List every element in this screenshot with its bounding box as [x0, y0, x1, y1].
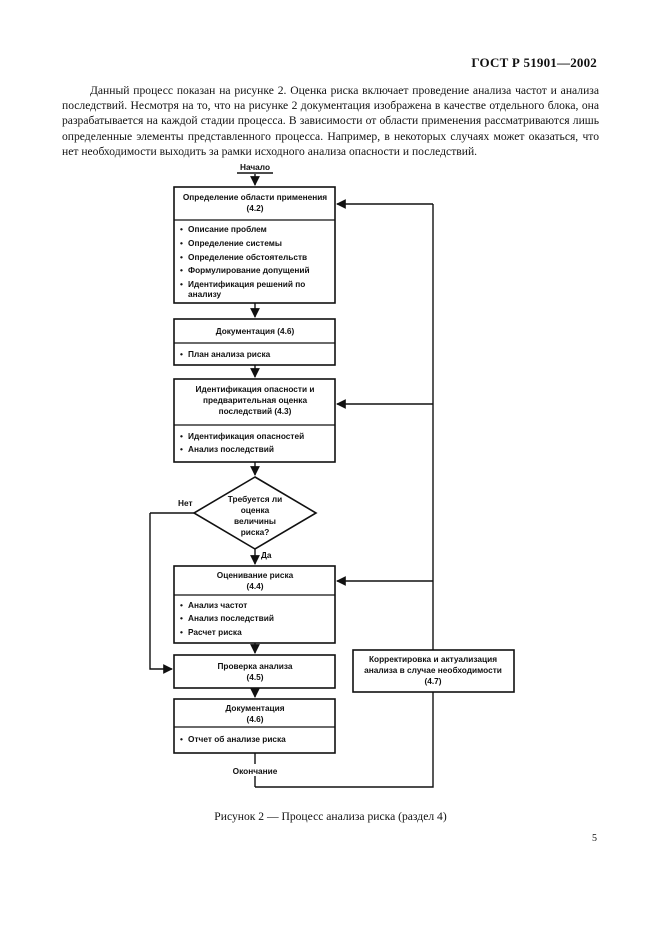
scope-item-1: Описание проблем	[188, 224, 267, 234]
decision-line-3: величины	[234, 516, 276, 526]
report-item-1: Отчет об анализе риска	[188, 734, 286, 744]
correction-box: Корректировка и актуализация анализа в с…	[352, 649, 515, 693]
verification-box: Проверка анализа (4.5)	[173, 654, 336, 689]
estimation-item-2: Анализ последствий	[188, 613, 274, 623]
correction-line-1: Корректировка и актуализация	[369, 654, 497, 664]
report-title-1: Документация	[225, 703, 284, 713]
loop-end-to-correction	[293, 692, 434, 788]
risk-estimation-box: Оценивание риска (4.4) • Анализ частот •…	[173, 565, 336, 644]
documentation-plan-box: Документация (4.6) • План анализа риска	[173, 318, 336, 366]
decision-yes-label: Да	[261, 550, 272, 560]
decision-diamond: Требуется ли оценка величины риска?	[192, 476, 318, 550]
decision-no-label: Нет	[178, 498, 193, 508]
hazard-title-3: последствий (4.3)	[219, 406, 292, 416]
bullet-icon: •	[180, 444, 183, 454]
no-branch-to-verification	[149, 513, 173, 674]
hazard-title-1: Идентификация опасности и	[196, 384, 315, 394]
bullet-icon: •	[180, 224, 183, 234]
start-label: Начало	[240, 162, 270, 172]
bullet-icon: •	[180, 349, 183, 359]
bullet-icon: •	[180, 431, 183, 441]
verification-title-2: (4.5)	[246, 672, 263, 682]
scope-item-3: Определение обстоятельств	[188, 252, 307, 262]
hazard-title-2: предварительная оценка	[203, 395, 308, 405]
scope-item-5-cont: анализу	[188, 289, 222, 299]
scope-item-5: Идентификация решений по	[188, 279, 305, 289]
page-number: 5	[592, 833, 597, 844]
hazard-identification-box: Идентификация опасности и предварительна…	[173, 378, 336, 463]
bullet-icon: •	[180, 279, 183, 289]
bullet-icon: •	[180, 613, 183, 623]
correction-line-2: анализа в случае необходимости	[364, 665, 502, 675]
correction-line-3: (4.7)	[424, 676, 441, 686]
documentation-report-box: Документация (4.6) • Отчет об анализе ри…	[173, 698, 336, 754]
report-title-2: (4.6)	[246, 714, 263, 724]
decision-line-2: оценка	[241, 505, 270, 515]
bullet-icon: •	[180, 734, 183, 744]
decision-line-4: риска?	[241, 527, 270, 537]
end-label: Окончание	[233, 766, 278, 776]
intro-paragraph: Данный процесс показан на рисунке 2. Оце…	[62, 84, 599, 158]
bullet-icon: •	[180, 600, 183, 610]
scope-box: Определение области применения (4.2) • О…	[173, 186, 336, 304]
scope-item-2: Определение системы	[188, 238, 282, 248]
figure-caption: Рисунок 2 — Процесс анализа риска (разде…	[214, 810, 447, 823]
scope-title-2: (4.2)	[246, 203, 263, 213]
standard-header: ГОСТ Р 51901—2002	[471, 55, 597, 70]
bullet-icon: •	[180, 265, 183, 275]
doc-plan-item-1: План анализа риска	[188, 349, 271, 359]
bullet-icon: •	[180, 252, 183, 262]
bullet-icon: •	[180, 238, 183, 248]
doc-plan-title: Документация (4.6)	[216, 326, 295, 336]
estimation-title-1: Оценивание риска	[217, 570, 294, 580]
hazard-item-1: Идентификация опасностей	[188, 431, 304, 441]
estimation-title-2: (4.4)	[246, 581, 263, 591]
estimation-item-1: Анализ частот	[188, 600, 247, 610]
bullet-icon: •	[180, 627, 183, 637]
hazard-item-2: Анализ последствий	[188, 444, 274, 454]
scope-title-1: Определение области применения	[183, 192, 327, 202]
scope-item-4: Формулирование допущений	[188, 265, 310, 275]
verification-title-1: Проверка анализа	[217, 661, 292, 671]
estimation-item-3: Расчет риска	[188, 627, 242, 637]
decision-line-1: Требуется ли	[228, 494, 282, 504]
